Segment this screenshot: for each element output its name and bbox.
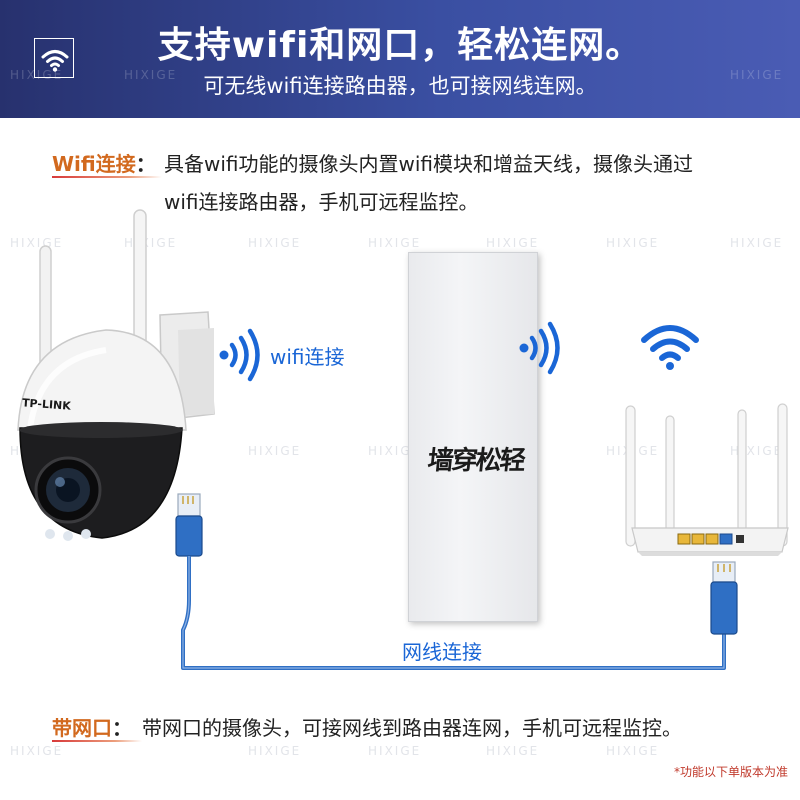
wifi-signal-icon (219, 328, 260, 382)
wifi-section-label: Wifi连接： (52, 148, 156, 177)
router-illustration (625, 403, 789, 556)
wifi-section-colon: ： (135, 152, 156, 176)
cable-connection-label: 网线连接 (402, 640, 482, 664)
wired-section-underline (52, 740, 142, 742)
wifi-section-title: Wifi连接 (52, 152, 136, 176)
wall-panel (408, 252, 538, 622)
watermark: HIXIGE (248, 444, 302, 458)
wifi-signal-icon (519, 321, 560, 375)
footnote: *功能以下单版本为准 (673, 765, 788, 779)
watermark: HIXIGE (248, 236, 302, 250)
wifi-icon (41, 50, 69, 72)
watermark: HIXIGE (730, 236, 784, 250)
watermark: HIXIGE (606, 744, 660, 758)
watermark: HIXIGE (248, 744, 302, 758)
wired-section-title: 带网口 (52, 716, 112, 740)
page-subtitle: 可无线wifi连接路由器，也可接网线连网。 (203, 74, 597, 98)
watermark: HIXIGE (368, 236, 422, 250)
watermark: HIXIGE (486, 744, 540, 758)
watermark: HIXIGE (730, 68, 784, 82)
watermark: HIXIGE (10, 744, 64, 758)
wifi-connection-label: wifi连接 (270, 345, 345, 369)
wall-caption: 墙穿松轻 (426, 446, 526, 476)
watermark: HIXIGE (368, 744, 422, 758)
page-title: 支持wifi和网口，轻松连网。 (157, 25, 643, 66)
watermark: HIXIGE (606, 236, 660, 250)
watermark: HIXIGE (10, 68, 64, 82)
watermark: HIXIGE (124, 68, 178, 82)
wifi-section-desc-line1: 具备wifi功能的摄像头内置wifi模块和增益天线，摄像头通过 (164, 152, 694, 176)
wired-section-desc: 带网口的摄像头，可接网线到路由器连网，手机可远程监控。 (142, 716, 682, 740)
ptz-camera-illustration (17, 209, 215, 541)
wired-section-label: 带网口： (52, 712, 132, 741)
wifi-section-desc-line2: wifi连接路由器，手机可远程监控。 (164, 190, 479, 214)
wifi-icon (641, 325, 699, 370)
watermark: HIXIGE (486, 236, 540, 250)
wifi-badge (34, 38, 74, 78)
wired-section-colon: ： (112, 716, 132, 740)
header-banner: 支持wifi和网口，轻松连网。 可无线wifi连接路由器，也可接网线连网。 (0, 0, 800, 118)
wifi-section-underline (52, 176, 162, 178)
watermark: HIXIGE (368, 444, 422, 458)
